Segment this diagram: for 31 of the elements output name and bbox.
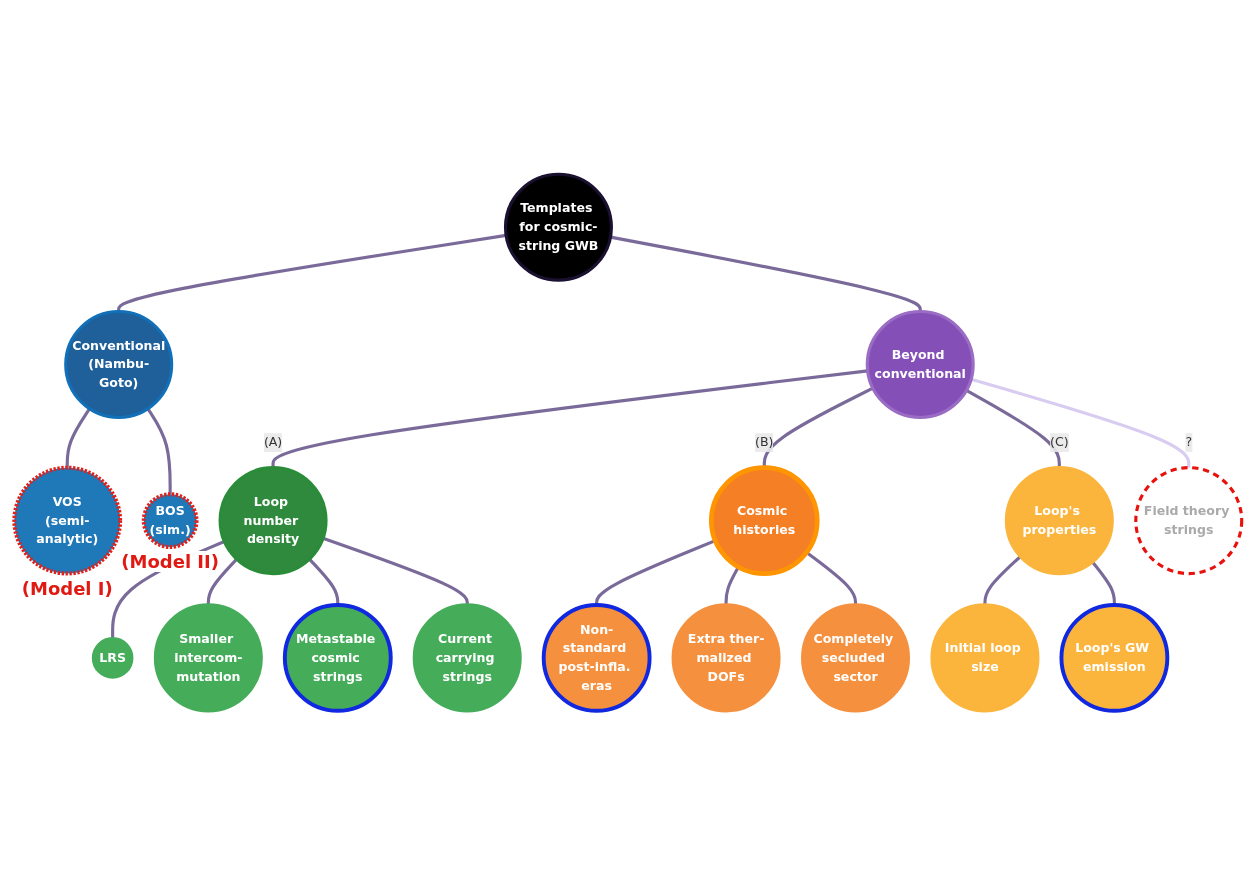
- node-circle: BOS (sim.): [141, 492, 199, 550]
- connector: [983, 555, 1022, 606]
- node-circle: Conventional (Nambu-Goto): [64, 310, 174, 420]
- node-circle: Beyond conventional: [865, 310, 975, 420]
- node-circle: Cosmic histories: [708, 465, 820, 577]
- edge-label: (C): [1050, 435, 1069, 451]
- connector: [1091, 561, 1116, 606]
- edge-label: (A): [263, 435, 283, 451]
- node-circle: Loop's properties: [1004, 466, 1114, 576]
- node-circle: LRS: [91, 637, 134, 680]
- node-circle: Templates for cosmic-string GWB: [503, 173, 613, 283]
- node-circle: Extra ther-malized DOFs: [671, 603, 781, 713]
- connector: [322, 537, 469, 606]
- node-circle: VOS (semi-analytic): [12, 466, 123, 576]
- node-circle: Loop's GW emission: [1059, 603, 1170, 714]
- node-circle: Smaller intercom-mutation: [153, 603, 263, 713]
- connector: [595, 539, 716, 606]
- node-circle: Initial loop size: [930, 603, 1040, 713]
- node-circle: Completely secluded sector: [801, 603, 911, 713]
- edge-label: (B): [755, 435, 774, 451]
- node-circle: Loop number density: [218, 466, 328, 576]
- node-circle: Non-standard post-infla. eras: [541, 603, 652, 714]
- connector: [65, 408, 91, 469]
- node-circle: Metastable cosmic strings: [282, 603, 393, 714]
- node-circle: Current carrying strings: [412, 603, 522, 713]
- connector: [206, 558, 238, 606]
- connector: [308, 558, 340, 606]
- node-circle: Field theory strings: [1134, 466, 1244, 576]
- edge-label: ?: [1185, 435, 1193, 451]
- connector: [965, 389, 1061, 469]
- connector: [146, 408, 172, 495]
